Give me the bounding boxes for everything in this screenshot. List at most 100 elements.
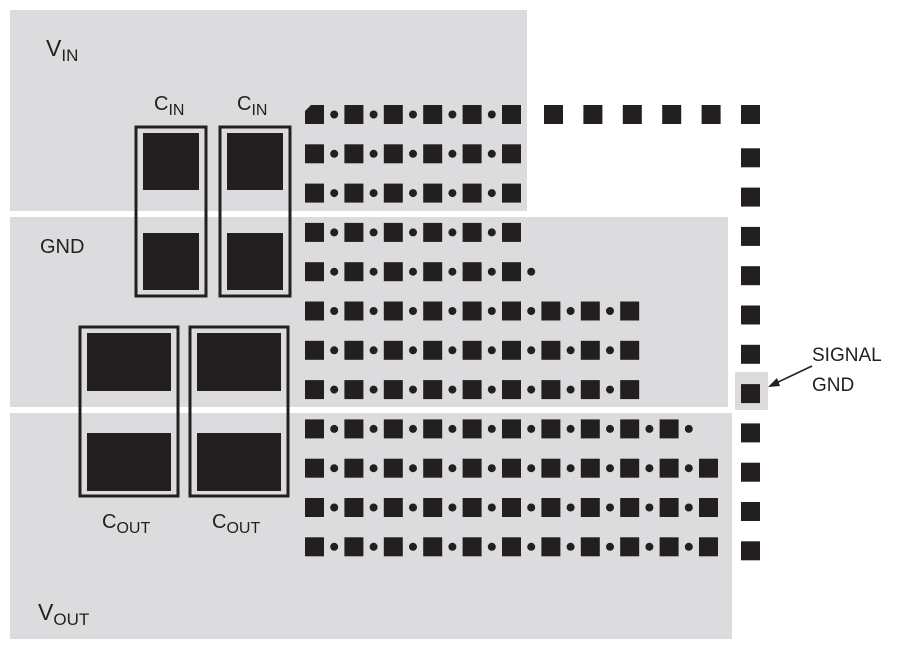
- bump-square: [423, 498, 443, 517]
- bump-row: [305, 222, 521, 242]
- signal-ring: [544, 105, 760, 561]
- bump-square: [580, 419, 600, 439]
- bump-dot: [448, 110, 457, 119]
- cin-capacitor-2: [218, 125, 292, 298]
- bump-dot: [369, 385, 378, 394]
- bump-dot: [330, 149, 339, 158]
- bump-dot: [645, 464, 654, 473]
- bump-dot: [645, 542, 654, 551]
- ring-square: [622, 105, 642, 124]
- bump-square: [383, 144, 403, 164]
- ring-square: [741, 226, 760, 246]
- bump-square: [502, 498, 521, 517]
- bump-square: [383, 419, 403, 439]
- bump-square: [580, 458, 600, 478]
- bump-square: [580, 498, 600, 517]
- bump-square: [383, 105, 403, 124]
- bump-square: [305, 537, 324, 557]
- bump-square: [383, 183, 403, 203]
- cout-label-2: COUT: [212, 511, 260, 537]
- bump-dot: [487, 189, 496, 198]
- bump-square: [699, 458, 718, 478]
- bump-row: [305, 458, 718, 478]
- bump-square: [462, 222, 482, 242]
- bump-dot: [409, 149, 417, 158]
- ring-square: [544, 105, 563, 124]
- bump-dot: [409, 542, 417, 551]
- bump-dot: [487, 346, 496, 355]
- bump-square: [699, 498, 718, 517]
- bump-dot: [606, 424, 614, 433]
- bump-dot: [448, 385, 457, 394]
- bump-square: [502, 183, 521, 203]
- bump-square: [305, 144, 324, 164]
- bump-square: [344, 222, 364, 242]
- bump-dot: [409, 267, 417, 276]
- bump-dot: [330, 267, 339, 276]
- bump-dot: [527, 464, 536, 473]
- bump-dot: [409, 228, 417, 237]
- bump-dot: [487, 385, 496, 394]
- bump-square: [305, 301, 324, 321]
- bump-dot: [487, 149, 496, 158]
- bump-dot: [566, 424, 575, 433]
- bump-row: [305, 498, 718, 517]
- bump-square: [344, 340, 364, 360]
- bump-dot: [369, 346, 378, 355]
- cout-capacitor-2: [188, 325, 290, 498]
- bump-square: [423, 380, 443, 400]
- bump-dot: [330, 424, 339, 433]
- bump-dot: [369, 267, 378, 276]
- bump-dot: [330, 189, 339, 198]
- bump-square: [344, 380, 364, 400]
- bump-dot: [448, 346, 457, 355]
- bump-square: [462, 105, 482, 124]
- ring-square: [741, 541, 760, 561]
- ring-square: [741, 502, 760, 521]
- ring-square: [741, 462, 760, 482]
- bump-dot: [409, 110, 417, 119]
- bump-row: [305, 340, 640, 360]
- bump-row: [305, 262, 536, 282]
- bump-square: [462, 183, 482, 203]
- bump-square: [541, 458, 561, 478]
- ring-corner-square: [741, 105, 760, 124]
- bump-square: [580, 301, 600, 321]
- bump-square: [344, 419, 364, 439]
- bump-square: [502, 105, 521, 124]
- bump-dot: [409, 503, 417, 512]
- ring-square: [741, 305, 760, 325]
- bump-dot: [448, 267, 457, 276]
- bump-square: [383, 498, 403, 517]
- bump-dot: [330, 503, 339, 512]
- bump-square: [541, 419, 561, 439]
- bump-dot: [330, 542, 339, 551]
- bump-square: [502, 301, 521, 321]
- bump-square: [344, 458, 364, 478]
- gnd-label: GND: [40, 236, 84, 258]
- bump-square: [423, 458, 443, 478]
- bump-dot: [566, 542, 575, 551]
- ring-square: [741, 266, 760, 286]
- bump-square: [502, 222, 521, 242]
- ring-square: [741, 148, 760, 168]
- bump-dot: [330, 228, 339, 237]
- bump-square: [502, 419, 521, 439]
- bump-row: [305, 105, 521, 124]
- cout-label-1: COUT: [102, 511, 150, 537]
- bump-dot: [527, 267, 536, 276]
- bump-dot: [487, 503, 496, 512]
- bump-dot: [369, 189, 378, 198]
- bump-dot: [606, 307, 614, 315]
- bump-dot: [487, 267, 496, 276]
- bump-dot: [487, 424, 496, 433]
- bump-dot: [409, 424, 417, 433]
- bump-square: [659, 419, 679, 439]
- bump-square: [659, 498, 679, 517]
- bump-square: [462, 458, 482, 478]
- bump-square: [344, 301, 364, 321]
- bump-dot: [330, 464, 339, 473]
- bump-square: [305, 458, 324, 478]
- bump-square: [462, 144, 482, 164]
